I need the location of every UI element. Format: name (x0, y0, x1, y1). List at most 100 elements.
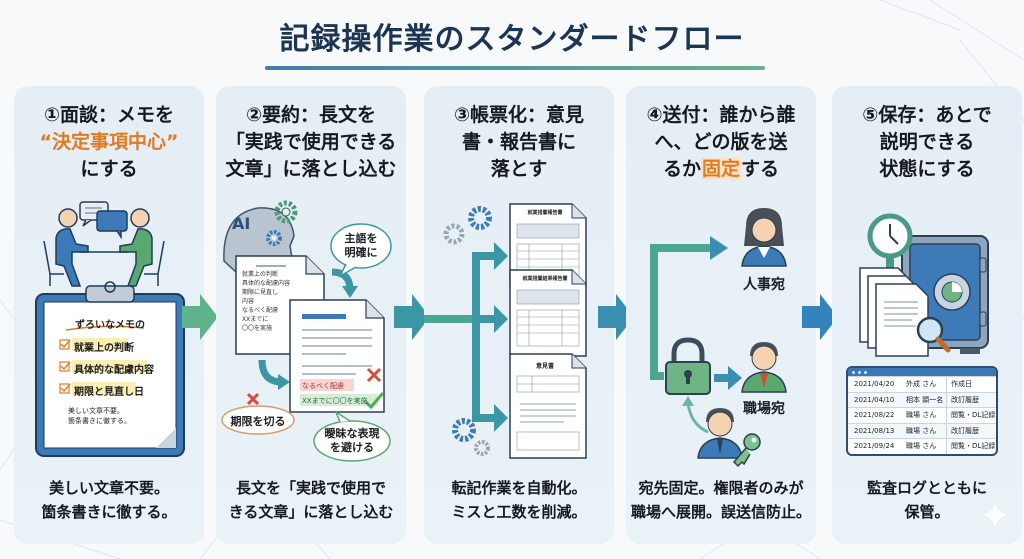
interview-illustration (35, 201, 185, 457)
bubble-line: 明確に (344, 246, 378, 259)
memo-note: 美しい文章不要。 箇条書きに徹する。 (68, 406, 131, 426)
curved-arrow-icon (278, 374, 290, 390)
log-action: 作成日 (946, 377, 996, 392)
draft-item: 具体的な配慮内容 (242, 280, 291, 287)
draft-item: XXまでに (242, 316, 269, 323)
audit-log-titlebar (848, 368, 996, 376)
step-heading-line: 「実践で使用できる (225, 131, 397, 153)
step-heading-line: ④送付：誰から誰 (646, 104, 796, 126)
step-panel-summary: ②要約：長文を 「実践で使用できる 文章」に落とし込む (216, 86, 406, 544)
draft-item: 期限に見直し (242, 289, 279, 296)
audit-log-row: 2021/04/20 外成 さん 作成日 (848, 376, 996, 392)
memo-note-line: 美しい文章不要。 (68, 407, 124, 415)
draft-list: 就業上の判断 具体的な配慮内容 期限に見直し 内容 なるべく配慮 XXまでに 〇… (242, 270, 290, 333)
step-footer-line: 美しい文章不要。 (48, 479, 169, 497)
step-heading-line: へ、どの版を送 (654, 131, 788, 153)
storage-illustration (859, 213, 989, 357)
audit-log-row: 2021/09/24 職場 さん 閲覧・DL記録 (848, 438, 996, 454)
step-panel-interview: ①面談：メモを “決定事項中心” にする (14, 86, 204, 544)
cross-icon (246, 392, 260, 406)
magnifier-icon (916, 316, 951, 353)
flow-arrow-1-icon (182, 294, 218, 340)
audit-log-row: 2021/04/10 相本 顕一名 改訂履歴 (848, 391, 996, 407)
sparkle-icon (982, 502, 1008, 528)
return-arrow-icon (686, 401, 709, 434)
ai-label: AI (232, 214, 251, 233)
bubble-subject-text: 主語を 明確に (331, 232, 391, 260)
log-user: 職場 さん (906, 411, 937, 420)
step-heading-line: ②要約：長文を (245, 104, 377, 126)
log-user: 職場 さん (906, 442, 937, 451)
step-panel-storage: ⑤保存：あとで 説明できる 状態にする (832, 86, 1022, 544)
flow-arrow-4-icon (802, 294, 838, 340)
person-left-icon (43, 208, 89, 287)
log-user: 外成 さん (906, 380, 937, 389)
audit-log-row: 2021/08/13 職場 さん 改訂履歴 (848, 422, 996, 438)
person-right-icon (119, 208, 165, 287)
step-footer-line: 監査ログとともに (866, 479, 987, 497)
bubble-line: 曖昧な表現 (324, 427, 380, 440)
draft-item: なるべく配慮 (242, 307, 279, 314)
step-footer-line: 宛先固定。権限者のみが (638, 479, 804, 497)
documents-icon (859, 267, 929, 357)
step-footer: 美しい文章不要。 箇条書きに徹する。 (14, 476, 204, 524)
step-heading-line: 書・報告書に (461, 131, 576, 153)
bubble-vague-text: 曖昧な表現 を避ける (314, 427, 390, 455)
step-heading: ④送付：誰から誰 へ、どの版を送 るか固定する (626, 102, 816, 183)
lock-icon (665, 337, 711, 395)
hr-person-icon (741, 208, 787, 267)
step-heading: ①面談：メモを “決定事項中心” にする (14, 102, 204, 183)
step-footer: 宛先固定。権限者のみが 職場へ展開。誤送信防止。 (626, 476, 816, 524)
page-title-wrap: 記録操作業のスタンダードフロー (0, 14, 1024, 58)
window-dot-icon (858, 370, 861, 374)
memo-item: 具体的な配慮内容 (74, 365, 154, 376)
draft-item: 内容 (242, 298, 255, 305)
log-date: 2021/04/10 (854, 395, 895, 404)
bubble-line: を避ける (330, 441, 374, 454)
page-title: 記録操作業のスタンダードフロー (279, 22, 745, 57)
step-footer-line: 職場へ展開。誤送信防止。 (630, 503, 811, 521)
step-heading-highlight: “決定事項中心” (39, 131, 179, 153)
speech-bubble-deadline (221, 405, 295, 435)
step-heading: ②要約：長文を 「実践で使用できる 文章」に落とし込む (216, 102, 406, 183)
form-title: 就業措置報告書 (527, 210, 563, 216)
gear-icon (443, 206, 492, 245)
step-heading-line: 状態にする (879, 158, 975, 180)
step-heading: ⑤保存：あとで 説明できる 状態にする (832, 102, 1022, 183)
check-icon (364, 392, 385, 410)
draft-item: 就業上の判断 (242, 271, 279, 278)
clock-icon (867, 213, 913, 270)
heading-text: する (741, 158, 780, 180)
recipient-workplace-label: 職場宛 (743, 401, 785, 417)
speech-bubble-subject (330, 223, 392, 278)
step-heading-line: 説明できる (879, 131, 975, 153)
form-title: 就業措置結果報告書 (522, 276, 568, 282)
heading-text: るか (662, 158, 701, 180)
form-document-icon (509, 353, 587, 459)
step-footer: 転記作業を自動化。 ミスと工数を削減。 (424, 476, 614, 524)
send-illustration (650, 208, 787, 468)
flow-arrow-2-icon (394, 294, 430, 340)
log-action: 改訂履歴 (946, 423, 996, 438)
step-heading-line: 文章」に落とし込む (225, 158, 397, 180)
forms-illustration (424, 203, 587, 459)
step-footer-line: 転記作業を自動化。 (451, 479, 587, 497)
step-heading: ③帳票化：意見 書・報告書に 落とす (424, 102, 614, 183)
step-panel-send: ④送付：誰から誰 へ、どの版を送 るか固定する (626, 86, 816, 544)
log-date: 2021/08/22 (854, 411, 895, 420)
step-heading-line: るか固定する (626, 156, 816, 183)
memo-title: ずろいなメモの (75, 320, 145, 331)
step-footer-line: 長文を「実践で使用で (235, 479, 386, 497)
log-action: 閲覧・DL記録 (946, 408, 996, 423)
chat-bubbles-icon (79, 201, 128, 240)
step-footer: 監査ログとともに 保管。 (832, 476, 1022, 524)
log-user: 相本 顕一名 (906, 395, 944, 404)
form-document-icon (509, 203, 587, 287)
step-footer-line: きる文章」に落とし込む (228, 503, 394, 521)
key-icon (732, 433, 761, 468)
good-example: XXまでに〇〇を実施 (302, 397, 368, 405)
step-footer-line: 保管。 (904, 503, 950, 521)
heading-highlight: 固定 (700, 158, 741, 180)
step-heading-line: ⑤保存：あとで (862, 104, 992, 126)
authorized-person-icon (697, 408, 743, 459)
